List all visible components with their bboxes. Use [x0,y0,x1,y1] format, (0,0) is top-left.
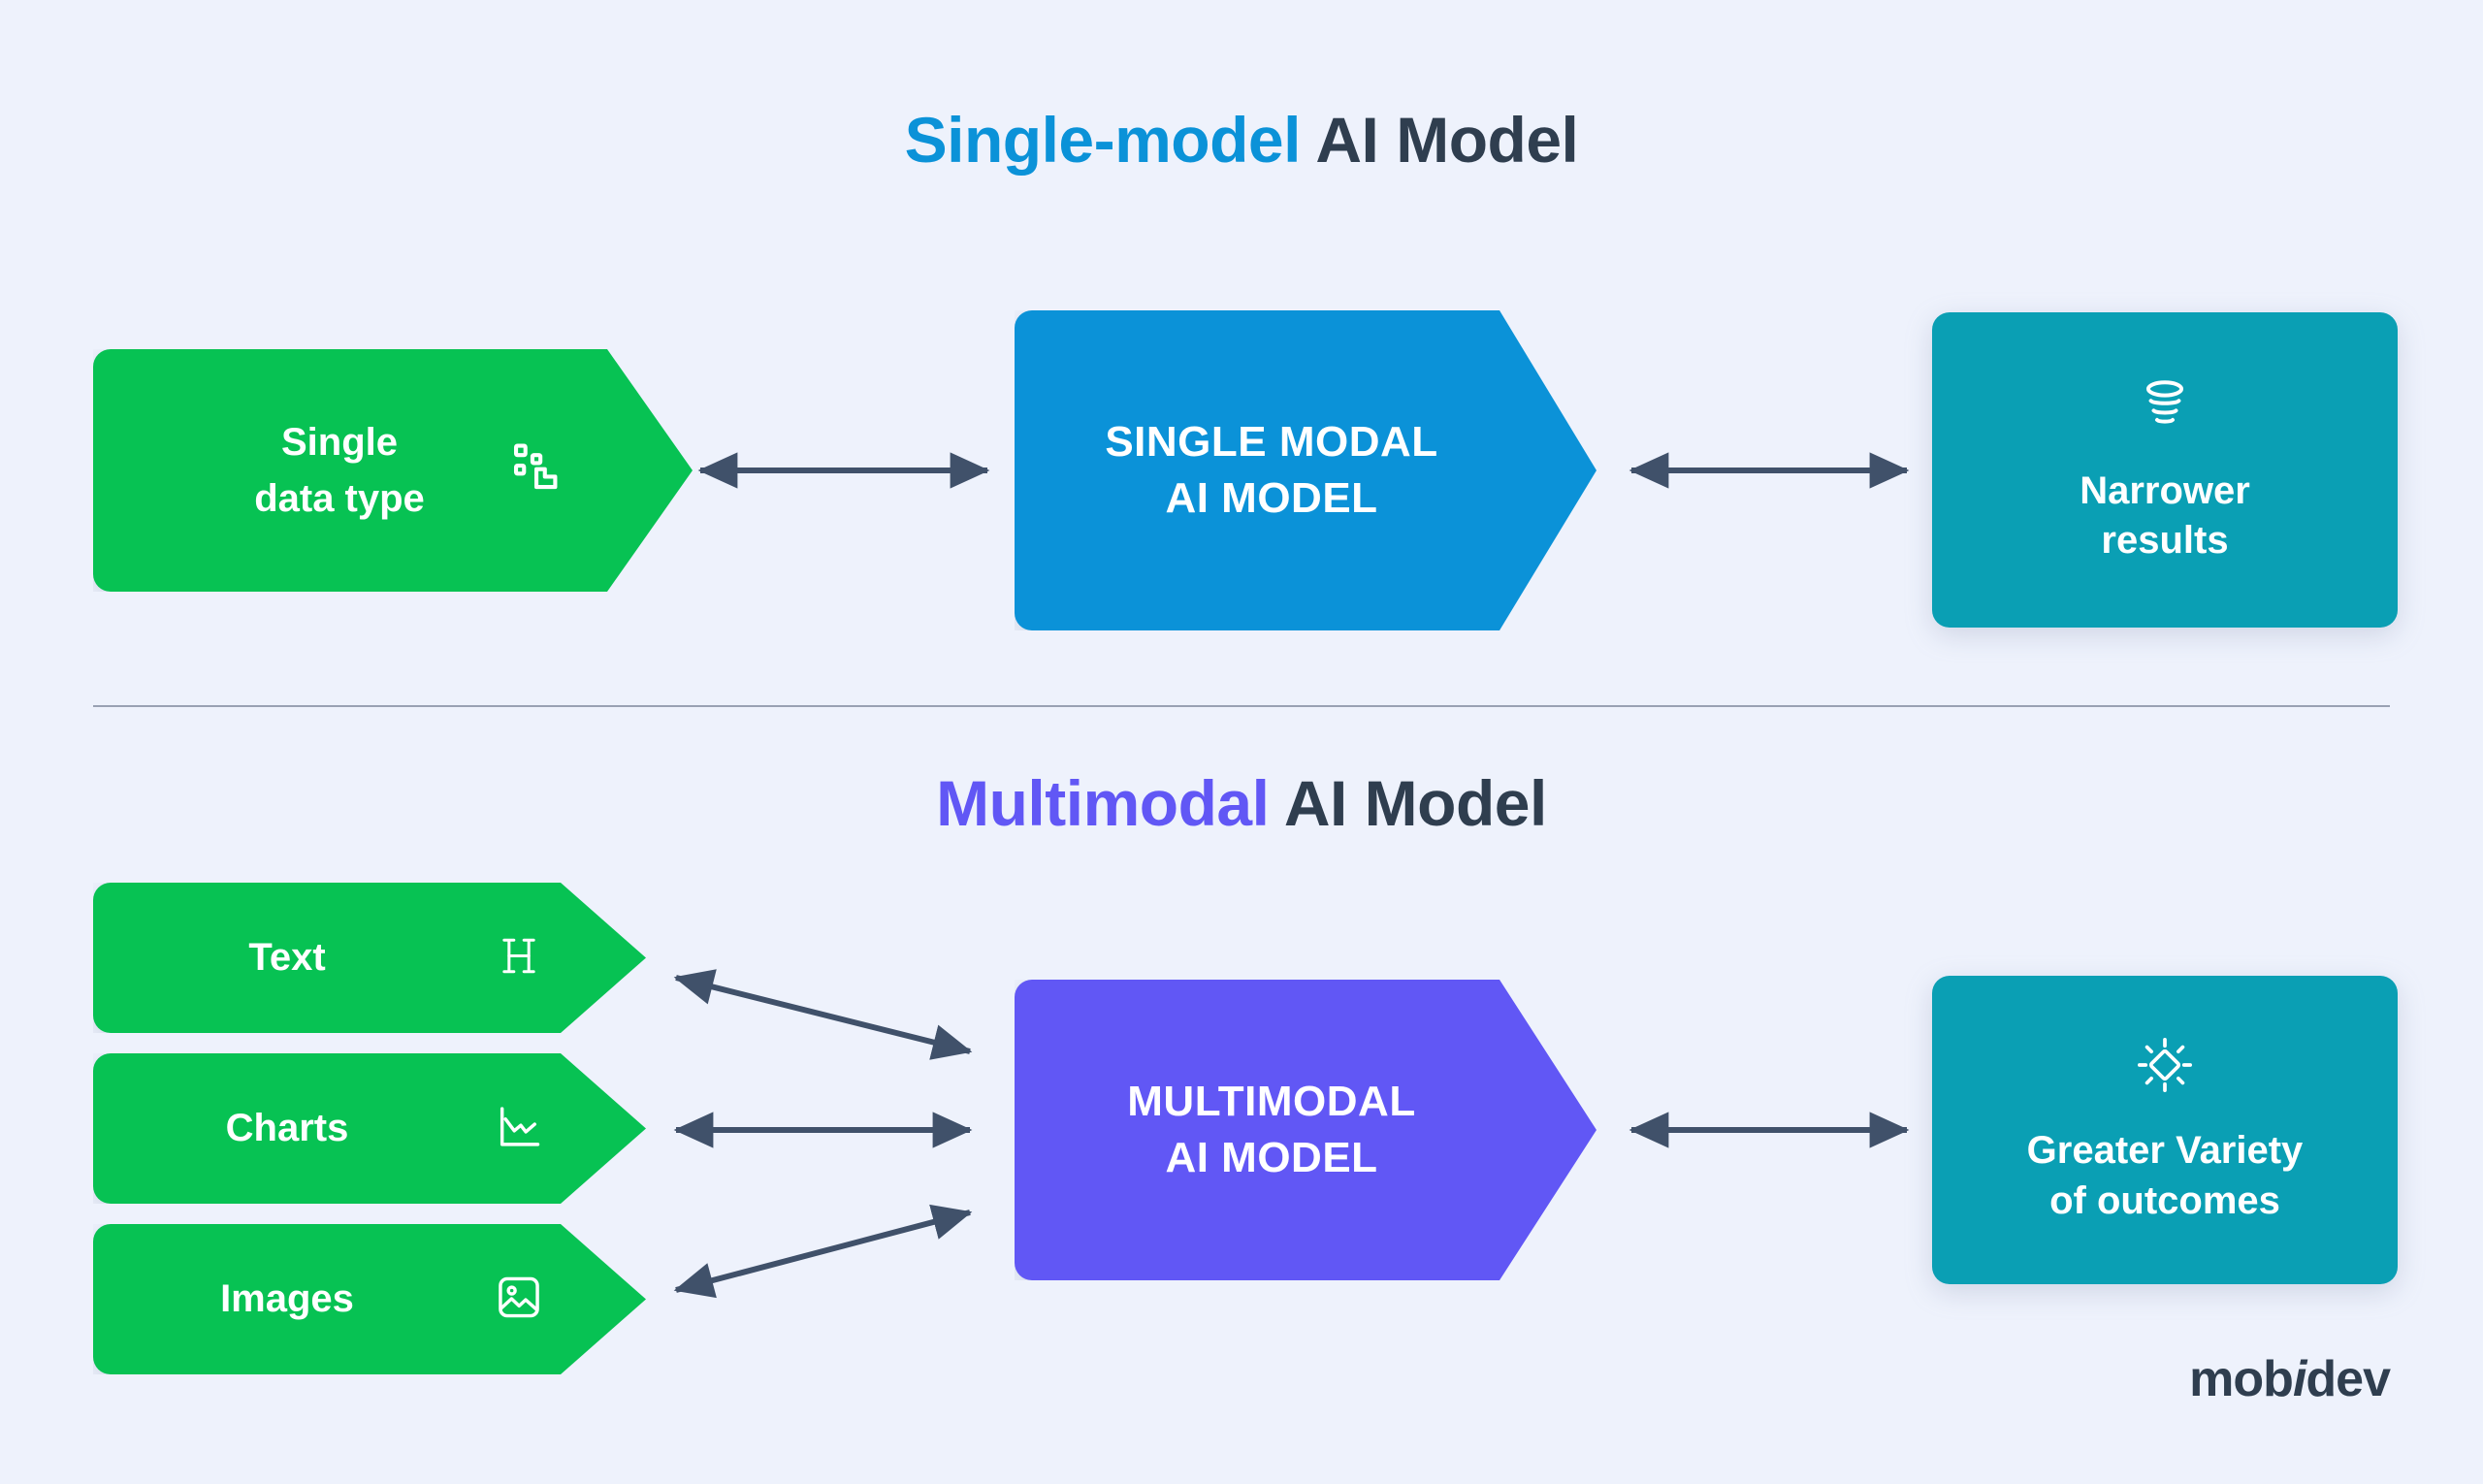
single-data-type-label: Single data type [93,414,586,527]
narrower-results-box[interactable]: Narrower results [1932,312,2398,628]
input-box-images-inner: Images [93,1224,646,1374]
heading-h-icon [494,930,544,985]
single-modal-ai-model-label: SINGLE MODAL AI MODEL [1105,414,1505,527]
multimodal-ai-model-label: MULTIMODAL AI MODEL [1127,1074,1483,1186]
narrower-results-line2: results [2101,519,2229,562]
logo-part1: mob [2189,1351,2294,1407]
single-data-type-inner: Single data type [93,349,693,592]
single-data-type-box[interactable]: Single data type [93,349,693,592]
multimodal-ai-model-box[interactable]: MULTIMODAL AI MODEL [1015,980,1596,1280]
input-box-images[interactable]: Images [93,1224,646,1374]
single-modal-label-line1: SINGLE MODAL [1105,417,1438,466]
multimodal-label-line1: MULTIMODAL [1127,1077,1416,1125]
single-data-type-label-line2: data type [254,477,425,520]
input-box-charts-label: Charts [225,1107,349,1149]
single-model-title-accent: Single-model [904,104,1302,176]
input-box-text-inner: Text [93,883,646,1033]
arrow-images-to-multimodal [673,1204,973,1299]
multimodal-label-line2: AI MODEL [1165,1134,1378,1181]
multimodal-section-title: Multimodal AI Model [0,766,2483,840]
input-box-charts-inner: Charts [93,1053,646,1204]
greater-variety-line2: of outcomes [2049,1178,2280,1222]
input-box-text[interactable]: Text [93,883,646,1033]
input-box-text-label: Text [248,936,326,979]
image-picture-icon [494,1272,544,1327]
logo-part-i: i [2292,1351,2306,1407]
single-modal-label-line2: AI MODEL [1165,474,1378,522]
single-model-section-title: Single-model AI Model [0,103,2483,177]
logo-part2: dev [2306,1351,2391,1407]
arrow-text-to-multimodal [673,969,973,1060]
single-data-type-label-line1: Single [280,421,399,464]
single-modal-ai-model-box[interactable]: SINGLE MODAL AI MODEL [1015,310,1596,630]
multimodal-title-rest: AI Model [1269,767,1548,839]
narrower-results-label: Narrower results [2080,467,2250,565]
greater-variety-label: Greater Variety of outcomes [2027,1126,2304,1225]
data-structure-icon [510,440,566,501]
input-box-charts[interactable]: Charts [93,1053,646,1204]
funnel-narrowing-icon [2134,374,2196,441]
sparkle-burst-icon [2134,1034,2196,1101]
section-divider [93,705,2390,707]
input-box-images-label: Images [220,1277,354,1320]
narrower-results-line1: Narrower [2080,468,2250,512]
line-chart-icon [494,1101,544,1156]
greater-variety-line1: Greater Variety [2026,1129,2304,1173]
greater-variety-box[interactable]: Greater Variety of outcomes [1932,976,2398,1284]
single-model-title-rest: AI Model [1300,104,1579,176]
multimodal-title-accent: Multimodal [936,767,1270,839]
